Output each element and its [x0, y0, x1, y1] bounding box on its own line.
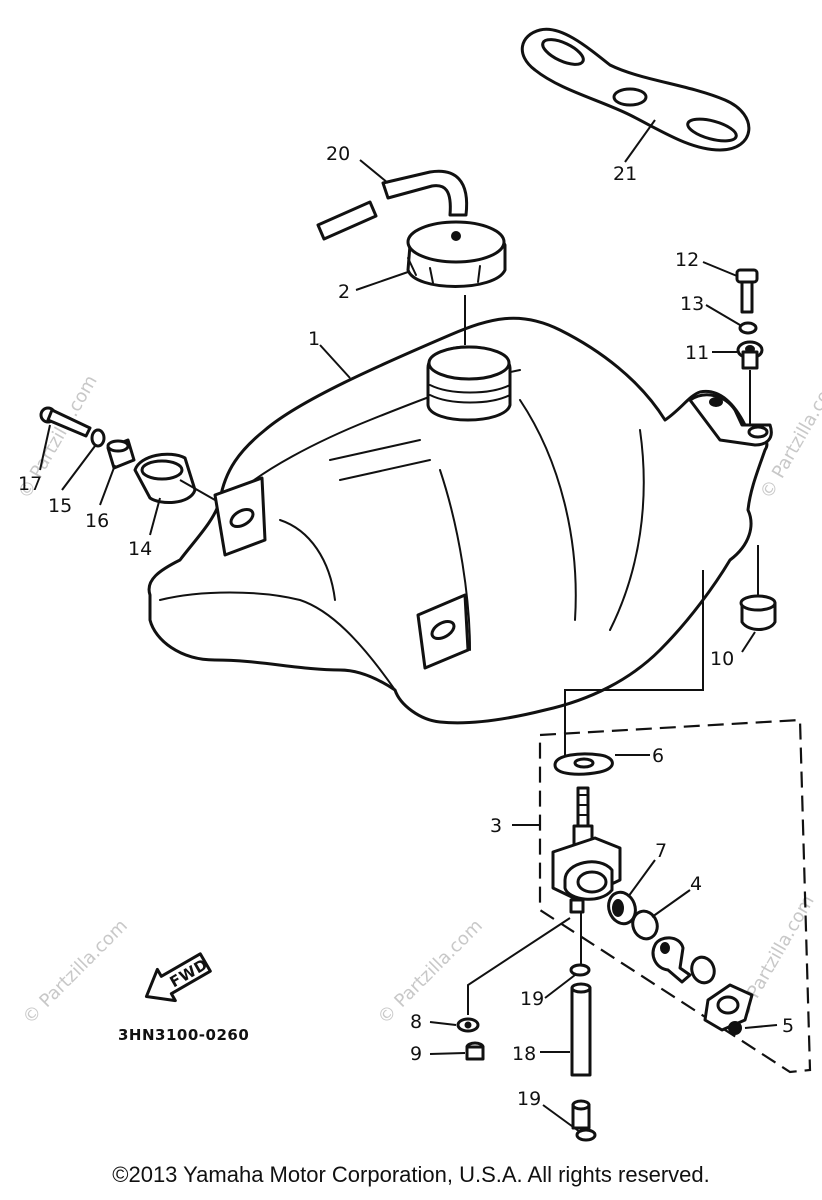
part-20-hose — [316, 169, 469, 241]
part-21-plate — [520, 27, 751, 152]
label-part-18: 18 — [512, 1043, 536, 1065]
label-part-6: 6 — [652, 745, 664, 767]
lever-cover-plate — [703, 983, 754, 1032]
fuel-cock-group-outline — [538, 718, 812, 1074]
forward-direction-arrow: FWD — [144, 952, 212, 1003]
part-8-washer — [456, 1017, 480, 1033]
fuel-cock-lever — [651, 936, 692, 984]
label-part-8: 8 — [410, 1011, 422, 1033]
label-part-17: 17 — [18, 473, 42, 495]
part-19-clip-lower — [575, 1128, 597, 1142]
label-part-19-lower: 19 — [517, 1088, 541, 1110]
part-18-hose — [570, 982, 592, 1130]
part-10-grommet — [739, 545, 777, 631]
label-part-19-upper: 19 — [520, 988, 544, 1010]
part-16-collar — [106, 438, 136, 470]
label-part-12: 12 — [675, 249, 699, 271]
part-14-grommet — [133, 452, 216, 504]
tank-to-cock-leader — [564, 570, 704, 755]
part-1-fuel-tank — [147, 316, 773, 725]
drain-leader — [467, 917, 571, 1015]
part-2-fuel-cap — [406, 220, 507, 288]
label-part-15: 15 — [48, 495, 72, 517]
part-4-o-ring — [631, 909, 659, 941]
part-11-collar — [736, 340, 764, 370]
part-17-bolt — [39, 406, 92, 438]
label-part-2: 2 — [338, 281, 350, 303]
leader-lines — [39, 119, 778, 1133]
label-part-13: 13 — [680, 293, 704, 315]
label-part-20: 20 — [326, 143, 350, 165]
part-12-bolt — [735, 268, 759, 314]
part-15-washer — [90, 428, 106, 448]
part-3-fuel-cock — [551, 786, 622, 914]
label-part-5: 5 — [782, 1015, 794, 1037]
part-9-drain-screw — [465, 1041, 485, 1061]
label-part-11: 11 — [685, 342, 709, 364]
label-part-9: 9 — [410, 1043, 422, 1065]
label-part-7: 7 — [655, 840, 667, 862]
diagram-code: 3HN3100-0260 — [118, 1026, 249, 1044]
part-number-labels: 20 21 2 1 12 13 11 17 15 16 14 10 6 3 7 … — [18, 143, 794, 1110]
label-part-10: 10 — [710, 648, 734, 670]
part-7-packing — [607, 890, 637, 926]
part-5-screw — [728, 1021, 742, 1035]
part-13-washer — [738, 321, 758, 335]
lever-o-ring — [690, 955, 716, 985]
label-part-21: 21 — [613, 163, 637, 185]
part-6-gasket — [553, 752, 614, 776]
label-part-1: 1 — [308, 328, 320, 350]
watermark-lower-center: © Partzilla.com — [374, 915, 487, 1028]
label-part-16: 16 — [85, 510, 109, 532]
label-part-4: 4 — [690, 873, 702, 895]
copyright-notice: ©2013 Yamaha Motor Corporation, U.S.A. A… — [112, 1162, 710, 1187]
label-part-3: 3 — [490, 815, 502, 837]
watermark-lower-left: © Partzilla.com — [19, 915, 132, 1028]
label-part-14: 14 — [128, 538, 152, 560]
part-19-clip-upper — [569, 963, 591, 977]
